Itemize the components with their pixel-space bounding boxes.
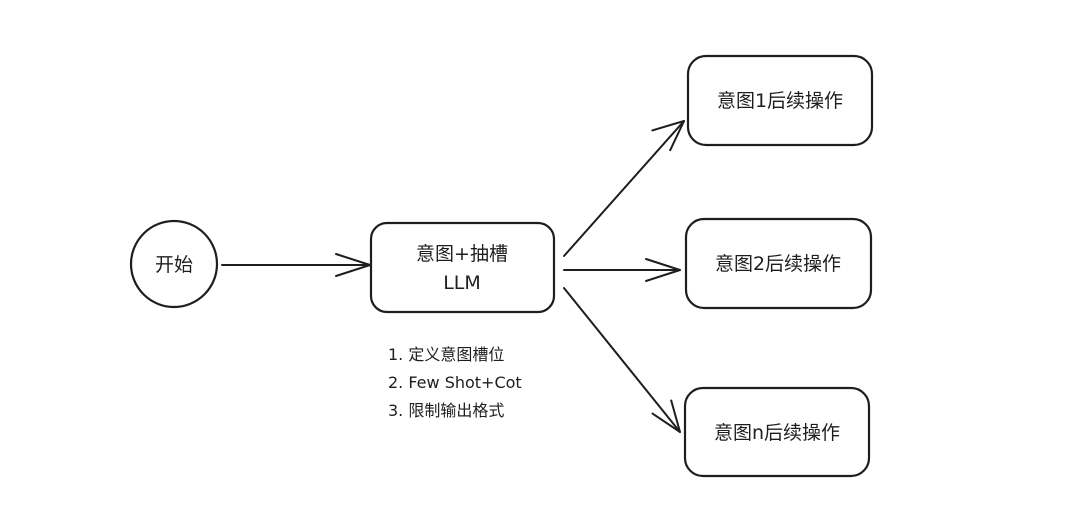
edge-start-to-llm <box>221 253 371 277</box>
edge-llm-to-intent1 <box>563 120 685 257</box>
llm-notes: 1. 定义意图槽位 2. Few Shot+Cot 3. 限制输出格式 <box>388 345 522 420</box>
start-circle <box>129 219 219 309</box>
intent1-node: 意图1后续操作 <box>686 54 874 147</box>
arrowhead-icon <box>651 399 681 433</box>
intentn-box <box>683 386 871 478</box>
arrowhead-icon <box>645 258 681 282</box>
note-item: 3. 限制输出格式 <box>388 401 504 420</box>
note-item: 2. Few Shot+Cot <box>388 373 522 392</box>
intent2-node: 意图2后续操作 <box>684 217 873 310</box>
intent1-label: 意图1后续操作 <box>717 90 843 112</box>
llm-label-line2: LLM <box>443 272 481 294</box>
edge-llm-to-intent2 <box>563 258 681 282</box>
intentn-node: 意图n后续操作 <box>683 386 871 478</box>
arrowhead-icon <box>651 120 685 152</box>
start-label: 开始 <box>155 254 193 276</box>
intent2-box <box>684 217 873 310</box>
llm-node: 意图+抽槽 LLM <box>369 221 556 314</box>
intentn-label: 意图n后续操作 <box>714 422 840 444</box>
edge-llm-to-intentn <box>563 287 681 433</box>
note-item: 1. 定义意图槽位 <box>388 345 504 364</box>
llm-box <box>369 221 556 314</box>
intent1-box <box>686 54 874 147</box>
llm-label-line1: 意图+抽槽 <box>416 243 508 265</box>
start-node: 开始 <box>129 219 219 309</box>
intent2-label: 意图2后续操作 <box>715 253 841 275</box>
